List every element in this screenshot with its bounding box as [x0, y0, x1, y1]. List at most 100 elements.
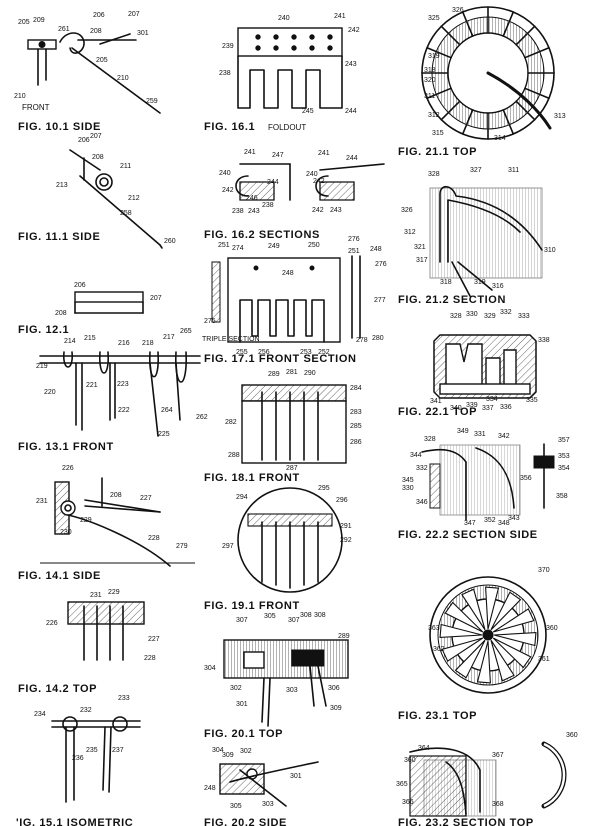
svg-text:215: 215: [84, 335, 96, 342]
svg-text:354: 354: [558, 465, 570, 472]
svg-text:242: 242: [348, 27, 360, 34]
svg-text:361: 361: [538, 656, 550, 663]
svg-text:252: 252: [318, 349, 330, 356]
spoke: [476, 640, 491, 684]
svg-text:352: 352: [484, 517, 496, 524]
svg-text:258: 258: [120, 210, 132, 217]
svg-text:290: 290: [304, 370, 316, 377]
caption-fig-23-2: FIG. 23.2 SECTION TOP: [398, 817, 534, 826]
svg-text:343: 343: [508, 515, 520, 522]
svg-text:318: 318: [424, 67, 436, 74]
svg-text:284: 284: [350, 385, 362, 392]
svg-text:332: 332: [500, 309, 512, 316]
caption-fig-22-2: FIG. 22.2 SECTION SIDE: [398, 529, 538, 541]
svg-text:311: 311: [508, 167, 519, 174]
svg-text:304: 304: [212, 747, 224, 754]
svg-text:315: 315: [432, 130, 444, 137]
caption-fig-18-1: FIG. 18.1 FRONT: [204, 472, 300, 484]
spoke: [490, 591, 522, 631]
svg-text:208: 208: [110, 492, 122, 499]
svg-text:330: 330: [402, 485, 414, 492]
svg-text:353: 353: [558, 453, 570, 460]
spoke: [441, 637, 484, 662]
svg-text:251: 251: [348, 248, 360, 255]
svg-text:313: 313: [554, 113, 566, 120]
caption-fig-20-1: FIG. 20.1 TOP: [204, 728, 283, 740]
svg-text:316: 316: [492, 283, 504, 290]
fig-10-1: 205 209 261 206 207 208 301 205 210 259 …: [14, 11, 161, 133]
svg-text:264: 264: [161, 407, 173, 414]
svg-text:244: 244: [267, 179, 279, 186]
svg-text:345: 345: [402, 477, 414, 484]
svg-text:206: 206: [93, 12, 105, 19]
svg-text:FOLDOUT: FOLDOUT: [268, 123, 306, 132]
svg-text:209: 209: [33, 17, 45, 24]
svg-text:332: 332: [416, 465, 428, 472]
fig-20-2: 304 309 302 248 305 303 301 FIG. 20.2 SI…: [204, 747, 319, 826]
svg-text:223: 223: [117, 381, 129, 388]
svg-text:279: 279: [176, 543, 188, 550]
svg-text:228: 228: [144, 655, 156, 662]
svg-text:239: 239: [222, 43, 234, 50]
svg-text:328: 328: [428, 171, 440, 178]
svg-text:346: 346: [416, 499, 428, 506]
svg-text:291: 291: [340, 523, 352, 530]
svg-text:242: 242: [222, 187, 234, 194]
caption-fig-10-1: FIG. 10.1 SIDE: [18, 121, 101, 133]
fig-12-1: 206 207 208 FIG. 12.1: [18, 282, 162, 336]
rib-line: [524, 87, 550, 100]
fig-21-2: 328 327 311 326 312 321 317 318 319 316 …: [398, 167, 556, 306]
svg-text:248: 248: [282, 270, 294, 277]
svg-text:307: 307: [236, 617, 248, 624]
svg-text:319: 319: [474, 279, 486, 286]
svg-text:259: 259: [146, 98, 158, 105]
svg-text:240: 240: [219, 170, 231, 177]
caption-fig-15-1: 'IG. 15.1 ISOMETRIC: [16, 817, 133, 826]
svg-text:301: 301: [236, 701, 248, 708]
svg-text:276: 276: [375, 261, 387, 268]
svg-text:225: 225: [158, 431, 170, 438]
svg-text:318: 318: [440, 279, 452, 286]
svg-text:364: 364: [418, 745, 430, 752]
spoke: [485, 586, 500, 630]
spoke: [493, 632, 537, 647]
spoke: [492, 637, 532, 669]
svg-text:208: 208: [55, 310, 67, 317]
svg-text:277: 277: [374, 297, 386, 304]
caption-fig-17-1: FIG. 17.1 FRONT SECTION: [204, 353, 357, 365]
svg-text:297: 297: [222, 543, 234, 550]
svg-text:326: 326: [401, 207, 413, 214]
svg-text:317: 317: [416, 257, 428, 264]
svg-text:210: 210: [117, 75, 129, 82]
svg-text:FRONT: FRONT: [22, 103, 50, 112]
svg-text:319: 319: [428, 53, 440, 60]
caption-fig-14-1: FIG. 14.1 SIDE: [18, 570, 101, 582]
fig-22-2: 328 349 331 342 344 332 345 330 346 347 …: [398, 428, 570, 541]
rib-line: [440, 25, 461, 46]
rib-line: [461, 11, 474, 37]
svg-text:305: 305: [230, 803, 242, 810]
svg-text:282: 282: [225, 419, 237, 426]
svg-text:238: 238: [262, 202, 274, 209]
spoke: [444, 601, 484, 633]
svg-text:TRIPLE SECTION: TRIPLE SECTION: [202, 336, 260, 343]
svg-text:328: 328: [424, 436, 436, 443]
svg-text:206: 206: [74, 282, 86, 289]
rib-line: [426, 87, 452, 100]
svg-text:360: 360: [546, 625, 558, 632]
caption-fig-20-2: FIG. 20.2 SIDE: [204, 817, 287, 826]
svg-text:294: 294: [236, 494, 248, 501]
svg-text:308: 308: [300, 612, 312, 619]
svg-text:334: 334: [486, 396, 498, 403]
spoke: [439, 623, 483, 638]
svg-text:211: 211: [120, 163, 131, 170]
svg-text:306: 306: [328, 685, 340, 692]
svg-text:356: 356: [520, 475, 532, 482]
svg-text:231: 231: [36, 498, 48, 505]
svg-text:337: 337: [482, 405, 494, 412]
svg-text:303: 303: [286, 687, 298, 694]
caption-fig-21-2: FIG. 21.2 SECTION: [398, 294, 506, 306]
rib-line: [502, 109, 515, 135]
svg-text:305: 305: [264, 613, 276, 620]
